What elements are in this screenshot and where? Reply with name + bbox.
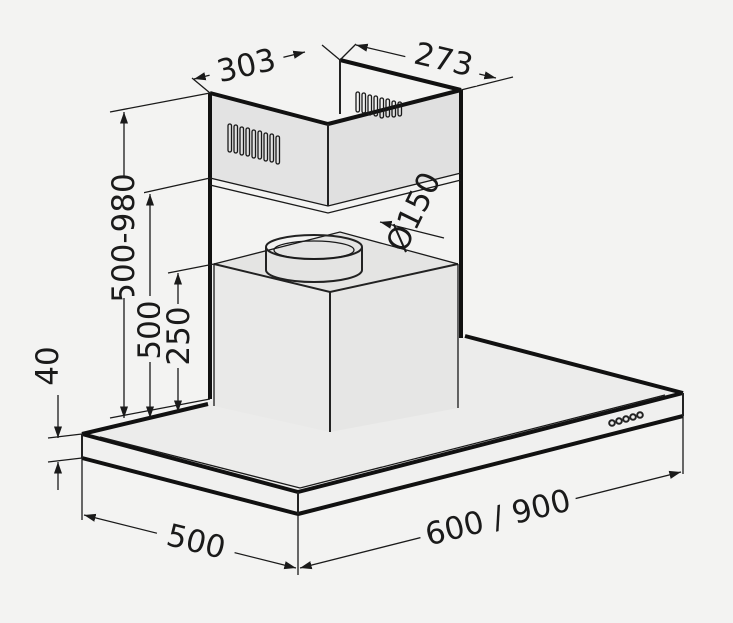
chimney-right-face bbox=[328, 90, 461, 206]
label-chimney-height: 500-980 bbox=[106, 173, 142, 303]
chimney bbox=[208, 58, 463, 399]
duct-collar bbox=[265, 234, 363, 283]
canopy-front-face bbox=[82, 434, 298, 514]
canopy-back-right-edge bbox=[464, 334, 684, 395]
motor-body bbox=[213, 231, 459, 432]
label-canopy-depth: 500 bbox=[163, 517, 229, 566]
label-body-height: 250 bbox=[161, 306, 197, 365]
control-buttons-icon bbox=[608, 411, 644, 427]
label-canopy-thickness: 40 bbox=[30, 346, 66, 385]
chimney-front-face bbox=[210, 93, 328, 206]
canopy-back-edge bbox=[81, 402, 209, 436]
vent-slots-icon bbox=[227, 123, 281, 165]
body-right-face bbox=[330, 264, 458, 432]
chimney-joint-line bbox=[209, 172, 462, 207]
body-front-face bbox=[214, 264, 330, 432]
vent-slots-back-icon bbox=[355, 91, 403, 119]
label-canopy-width: 600 / 900 bbox=[422, 483, 575, 554]
